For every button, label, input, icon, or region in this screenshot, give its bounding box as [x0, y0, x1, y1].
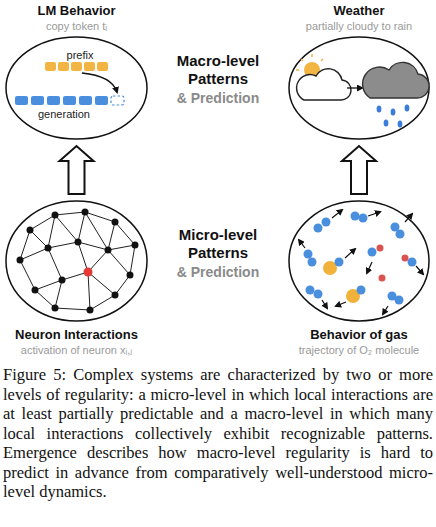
- node-subtitle: trajectory of O₂ molecule: [288, 343, 430, 357]
- ellipse-shape: [6, 201, 147, 321]
- level-subtitle: & Prediction: [163, 90, 273, 107]
- node-heading: Neuron Interactions: [5, 327, 148, 342]
- ellipse-node: Behavior of gastrajectory of O₂ molecule: [288, 200, 430, 322]
- block-arrow: [60, 146, 94, 194]
- ellipse-node: Weatherpartially cloudy to rain: [288, 36, 430, 140]
- node-heading: Weather: [288, 3, 430, 18]
- ellipse-outline: [288, 36, 430, 140]
- node-subtitle: copy token tᵢ: [5, 19, 148, 33]
- token-label: generation: [28, 108, 100, 121]
- figure-caption: Figure 5: Complex systems are characteri…: [3, 365, 433, 502]
- node-heading: LM Behavior: [5, 3, 148, 18]
- ellipse-shape: [289, 37, 429, 139]
- ellipse-outline: [5, 200, 148, 322]
- level-title: Macro-level Patterns: [163, 52, 273, 88]
- level-title: Micro-level Patterns: [163, 226, 273, 262]
- level-subtitle: & Prediction: [163, 264, 273, 281]
- ellipse-shape: [289, 201, 429, 321]
- node-subtitle: activation of neuron xᵢ,ⱼ: [5, 343, 148, 357]
- block-arrow: [342, 146, 376, 194]
- ellipse-shape: [6, 37, 147, 139]
- token-label: prefix: [50, 49, 110, 62]
- node-heading: Behavior of gas: [288, 327, 430, 342]
- ellipse-outline: [288, 200, 430, 322]
- ellipse-node: Neuron Interactionsactivation of neuron …: [5, 200, 148, 322]
- node-subtitle: partially cloudy to rain: [288, 19, 430, 33]
